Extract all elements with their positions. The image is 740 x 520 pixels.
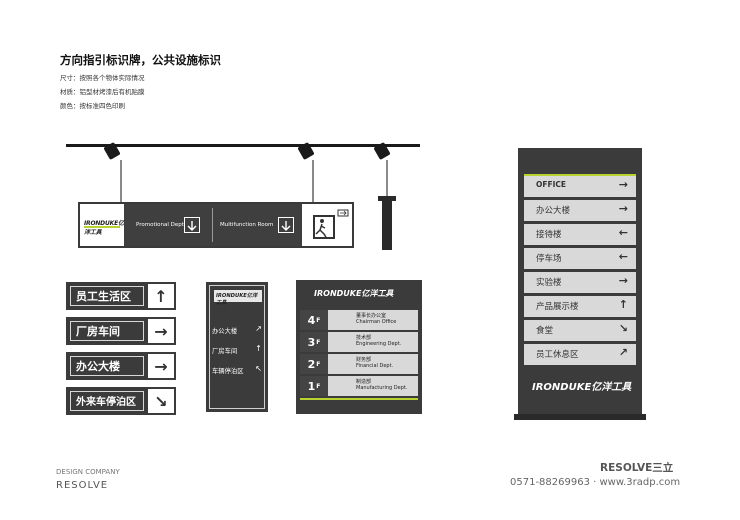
pylon-row: 食堂 ↘: [524, 320, 636, 341]
pylon-row: OFFICE →: [524, 176, 636, 197]
divider: [212, 208, 213, 242]
vertical-direction-sign: IRONDUKE亿洋工具 办公大楼 ↗ 厂房车间 ↑ 车辆停泊区 ↖: [206, 282, 268, 412]
direction-sign-living: 员工生活区 ↑: [66, 282, 176, 310]
logo-text: IRONDUKE亿洋工具: [532, 382, 632, 393]
pylon-base: [514, 414, 646, 420]
pylon-row-label: 实验楼: [536, 278, 562, 288]
sign-inner-frame: [70, 321, 144, 341]
floor-dept-en: Chairman Office: [356, 319, 397, 325]
emergency-exit-icon: [313, 209, 349, 239]
direction-sign-workshop: 厂房车间 →: [66, 317, 176, 345]
direction-sign-office: 办公大楼 →: [66, 352, 176, 380]
hanging-rod: [312, 160, 314, 202]
sign-label: 办公大楼: [76, 360, 120, 373]
pylon-row: 产品展示楼 ↑: [524, 296, 636, 317]
down-arrow-icon: [184, 217, 200, 233]
footer-company-label: DESIGN COMPANY: [56, 468, 120, 476]
post-cap: [378, 196, 396, 201]
sign-row-label: 厂房车间: [212, 348, 238, 355]
sign-label: 外来车停泊区: [76, 397, 136, 408]
pylon-row: 员工休息区 ↗: [524, 344, 636, 365]
sign-row-label: 车辆停泊区: [212, 368, 244, 375]
ceiling-rail: [66, 144, 420, 147]
pylon-row-label: 产品展示楼: [536, 302, 579, 312]
sign-label: 厂房车间: [76, 325, 120, 338]
left-arrow-icon: ←: [618, 250, 628, 263]
left-arrow-icon: ←: [618, 226, 628, 239]
page-title: 方向指引标识牌，公共设施标识: [60, 53, 221, 67]
accent-bar: [524, 174, 636, 176]
pylon-row-label: 接待楼: [536, 230, 562, 240]
logo-text: IRONDUKE亿洋工具: [216, 293, 258, 306]
up-arrow-icon: ↑: [618, 298, 628, 311]
footer-contact: 0571-88269963 · www.3radp.com: [510, 477, 681, 488]
hanging-rod: [386, 160, 388, 196]
logo-accent-bar: [84, 226, 120, 228]
right-arrow-icon: →: [148, 354, 174, 378]
hanging-rod: [120, 160, 122, 202]
down-right-arrow-icon: ↘: [148, 389, 174, 413]
floor-dept-cn: 财务部: [356, 357, 372, 363]
pylon-row-label: OFFICE: [536, 180, 567, 189]
sign-inner-frame: [209, 285, 265, 409]
material-spec: 材质：铝型材烤漆后有机贴膜: [60, 88, 145, 96]
pylon-row: 实验楼 →: [524, 272, 636, 293]
size-spec: 尺寸：按照各个物体实际情况: [60, 74, 145, 82]
up-right-arrow-icon: ↗: [618, 346, 628, 359]
right-arrow-icon: →: [618, 202, 628, 215]
logo-text: IRONDUKE亿洋工具: [84, 220, 124, 236]
sign-label: 员工生活区: [76, 290, 131, 303]
dept-label: Multifunction Room: [220, 222, 274, 228]
sign-inner-frame: [70, 286, 144, 306]
down-right-arrow-icon: ↘: [618, 322, 628, 335]
pylon-row-label: 办公大楼: [536, 206, 571, 216]
up-arrow-icon: ↑: [148, 284, 174, 308]
color-spec: 颜色：按标准四色印刷: [60, 102, 125, 110]
right-arrow-icon: →: [148, 319, 174, 343]
accent-bar: [300, 398, 418, 400]
logo-plate: IRONDUKE亿洋工具: [214, 290, 262, 306]
floor-dept-en: Manufacturing Dept.: [356, 385, 408, 391]
dept-label: Promotional Dept: [136, 222, 184, 228]
floor-dept-en: Financial Dept.: [356, 363, 394, 369]
sign-inner-frame: [70, 391, 144, 411]
floor-dept-en: Engineering Dept.: [356, 341, 402, 347]
hanging-sign: IRONDUKE亿洋工具 Promotional Dept Multifunct…: [78, 202, 354, 248]
up-right-arrow-icon: ↗: [255, 324, 262, 333]
floor-dept-cn: 制造部: [356, 379, 372, 385]
right-arrow-icon: →: [618, 274, 628, 287]
logo-text: IRONDUKE亿洋工具: [314, 289, 394, 298]
pylon-sign: OFFICE→ 办公大楼→ 接待楼← 停车场← 实验楼→ 产品展示楼↑ 食堂↘ …: [514, 148, 646, 420]
exit-sign-cell: [302, 204, 352, 246]
side-post: [382, 196, 392, 250]
logo-cell: IRONDUKE亿洋工具: [80, 204, 124, 246]
sign-inner-frame: [70, 356, 144, 376]
pylon-row-label: 食堂: [536, 326, 554, 336]
footer-brand: RESOLVE三立: [600, 462, 674, 474]
up-left-arrow-icon: ↖: [255, 364, 262, 373]
footer-company-name: RESOLVE: [56, 480, 109, 491]
pylon-row: 停车场 ←: [524, 248, 636, 269]
down-arrow-icon: [278, 217, 294, 233]
floor-dept-cn: 董事长办公室: [356, 313, 387, 319]
pylon-row-label: 停车场: [536, 254, 562, 264]
right-arrow-icon: →: [618, 178, 628, 191]
sign-row-label: 办公大楼: [212, 328, 238, 335]
pylon-row: 办公大楼 →: [524, 200, 636, 221]
pylon-row: 接待楼 ←: [524, 224, 636, 245]
pylon-row-label: 员工休息区: [536, 350, 579, 360]
up-arrow-icon: ↑: [255, 344, 262, 353]
direction-sign-parking: 外来车停泊区 ↘: [66, 387, 176, 415]
floor-dept-cn: 技术部: [356, 335, 372, 341]
